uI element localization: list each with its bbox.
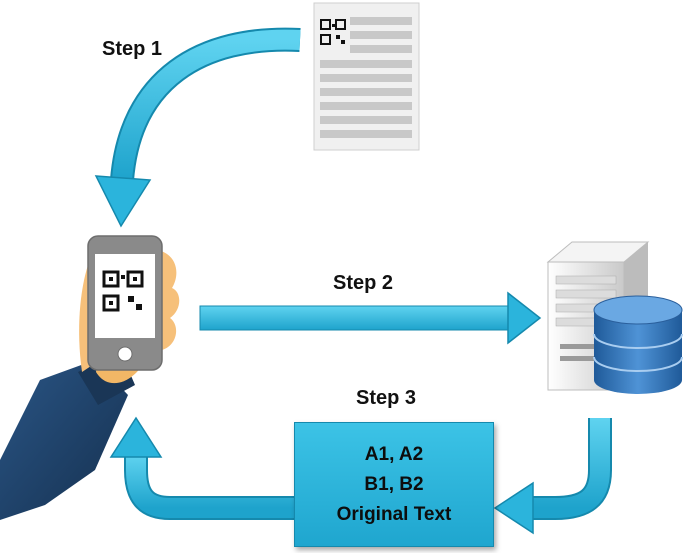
smartphone-icon <box>87 235 163 371</box>
result-line-1: A1, A2 <box>364 443 424 465</box>
result-box: A1, A2 B1, B2 Original Text <box>294 422 494 547</box>
document-icon <box>313 2 420 151</box>
database-icon <box>593 295 683 394</box>
result-line-3: Original Text <box>336 503 452 525</box>
server-to-box-arrow <box>493 418 612 535</box>
step1-arrow <box>94 27 301 228</box>
step2-arrow <box>199 291 542 345</box>
step3-label: Step 3 <box>356 387 417 409</box>
qr-code-icon <box>102 270 144 312</box>
step2-label: Step 2 <box>333 272 394 294</box>
qr-code-icon <box>320 19 346 45</box>
result-line-2: B1, B2 <box>364 473 424 495</box>
box-to-phone-arrow <box>109 416 294 520</box>
step1-label: Step 1 <box>102 38 163 60</box>
